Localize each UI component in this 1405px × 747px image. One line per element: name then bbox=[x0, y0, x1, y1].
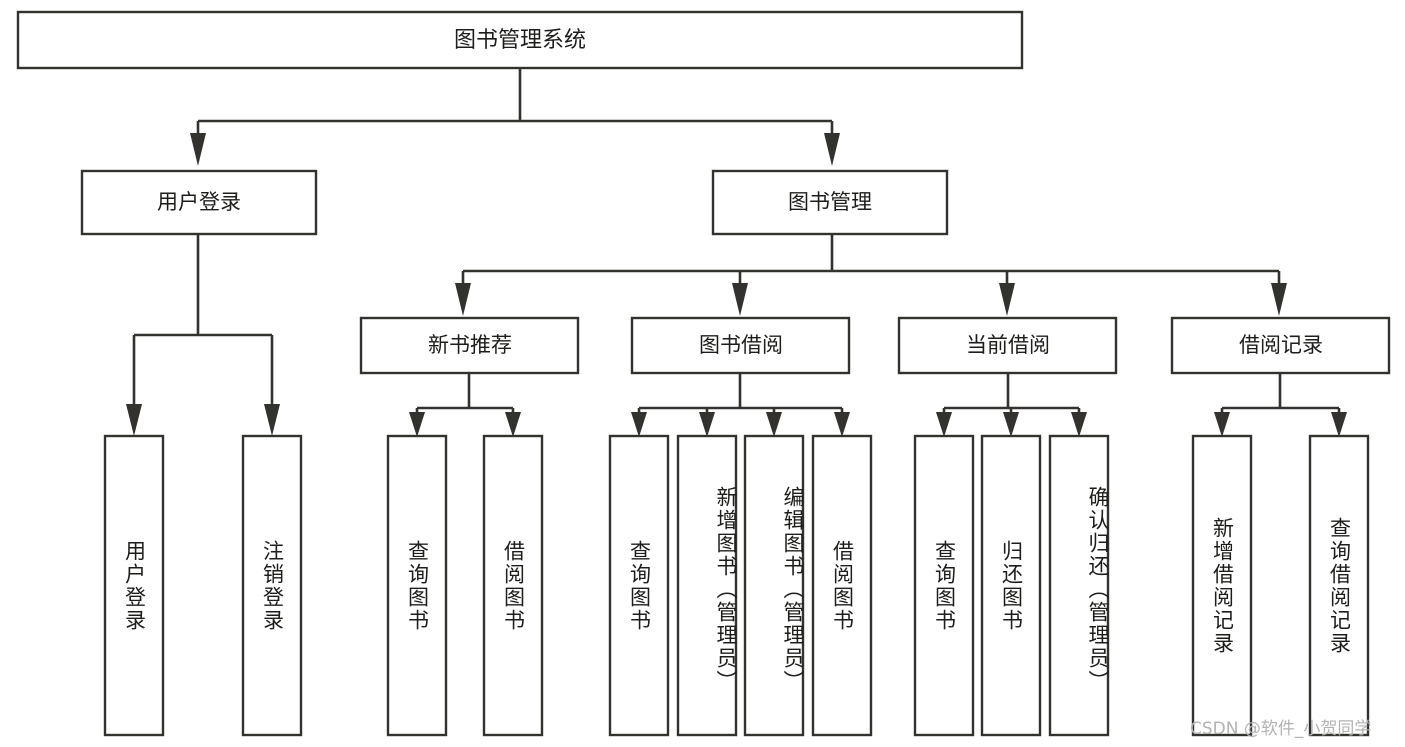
node-user-login-box[interactable] bbox=[80, 169, 318, 236]
arrow-head-leaf-borrow-book-2 bbox=[834, 412, 850, 437]
leaf-add-book-box[interactable] bbox=[676, 434, 738, 737]
leaf-boxes-book-borrow bbox=[608, 434, 873, 737]
arrow-head-leaf-user-login bbox=[126, 404, 142, 436]
leaf-query-book-2-box[interactable] bbox=[608, 434, 670, 737]
node-book-management-label: 图书管理 bbox=[788, 190, 872, 214]
node-new-book-recommend[interactable]: 新书推荐 bbox=[359, 316, 580, 375]
node-book-borrow-label: 图书借阅 bbox=[699, 333, 783, 357]
node-root-label: 图书管理系统 bbox=[454, 28, 586, 53]
arrow-head-borrow-record bbox=[1271, 283, 1287, 316]
leaf-edit-book-box[interactable] bbox=[743, 434, 805, 737]
arrow-head-leaf-return-book bbox=[1003, 412, 1019, 437]
csdn-watermark: CSDN @软件_小贺同学 bbox=[1190, 719, 1372, 739]
arrow-head-book-management bbox=[824, 133, 840, 166]
arrow-head-leaf-add-record bbox=[1214, 412, 1230, 437]
arrow-head-leaf-edit-book bbox=[766, 412, 782, 437]
leaf-borrow-book-1-box[interactable] bbox=[482, 434, 544, 737]
leaf-query-book-3-box[interactable] bbox=[913, 434, 975, 737]
arrow-head-new-book-recommend bbox=[455, 283, 471, 316]
node-user-login[interactable]: 用户登录 bbox=[80, 169, 318, 236]
node-borrow-record-box[interactable] bbox=[1170, 316, 1391, 375]
leaf-user-login-box[interactable] bbox=[103, 434, 165, 737]
node-current-borrow[interactable]: 当前借阅 bbox=[897, 316, 1118, 375]
node-book-management-box[interactable] bbox=[711, 169, 949, 236]
connectors-book-management-to-level3 bbox=[455, 234, 1287, 316]
node-user-login-label: 用户登录 bbox=[157, 190, 241, 214]
leaf-boxes-user-login bbox=[103, 434, 303, 737]
node-borrow-record-label: 借阅记录 bbox=[1239, 333, 1323, 357]
connectors-borrow-record-to-leaves bbox=[1214, 373, 1347, 437]
node-current-borrow-box[interactable] bbox=[897, 316, 1118, 375]
node-current-borrow-label: 当前借阅 bbox=[966, 333, 1050, 357]
arrow-head-current-borrow bbox=[999, 283, 1015, 316]
connectors-root-to-level2 bbox=[190, 68, 840, 166]
node-book-borrow[interactable]: 图书借阅 bbox=[630, 316, 851, 375]
arrow-head-leaf-query-record bbox=[1331, 412, 1347, 437]
arrow-head-book-borrow bbox=[732, 283, 748, 316]
leaf-return-book-box[interactable] bbox=[980, 434, 1042, 737]
leaf-confirm-return-box[interactable] bbox=[1048, 434, 1110, 737]
node-root-box[interactable] bbox=[16, 10, 1024, 70]
connectors-book-borrow-to-leaves bbox=[631, 373, 850, 437]
arrow-head-leaf-user-logout bbox=[264, 404, 280, 436]
node-borrow-record[interactable]: 借阅记录 bbox=[1170, 316, 1391, 375]
arrow-head-leaf-borrow-book-1 bbox=[505, 412, 521, 437]
node-new-book-recommend-label: 新书推荐 bbox=[428, 333, 512, 357]
arrow-head-leaf-query-book-1 bbox=[409, 412, 425, 437]
leaf-boxes-borrow-record bbox=[1191, 434, 1370, 737]
arrow-head-user-login bbox=[190, 133, 206, 166]
node-book-management[interactable]: 图书管理 bbox=[711, 169, 949, 236]
arrow-head-leaf-add-book bbox=[699, 412, 715, 437]
connectors-new-book-recommend-to-leaves bbox=[409, 373, 521, 437]
node-new-book-recommend-box[interactable] bbox=[359, 316, 580, 375]
leaf-query-book-1-box[interactable] bbox=[386, 434, 448, 737]
leaf-user-logout-box[interactable] bbox=[241, 434, 303, 737]
node-root[interactable]: 图书管理系统 bbox=[16, 10, 1024, 70]
leaf-add-record-box[interactable] bbox=[1191, 434, 1253, 737]
arrow-head-leaf-query-book-2 bbox=[631, 412, 647, 437]
connectors-user-login-to-leaves bbox=[126, 234, 280, 436]
arrow-head-leaf-query-book-3 bbox=[936, 412, 952, 437]
leaf-borrow-book-2-box[interactable] bbox=[811, 434, 873, 737]
leaf-query-record-box[interactable] bbox=[1308, 434, 1370, 737]
connectors-current-borrow-to-leaves bbox=[936, 373, 1087, 437]
leaf-boxes-current-borrow bbox=[913, 434, 1110, 737]
node-book-borrow-box[interactable] bbox=[630, 316, 851, 375]
arrow-head-leaf-confirm-return bbox=[1071, 412, 1087, 437]
leaf-boxes-new-book-recommend bbox=[386, 434, 544, 737]
